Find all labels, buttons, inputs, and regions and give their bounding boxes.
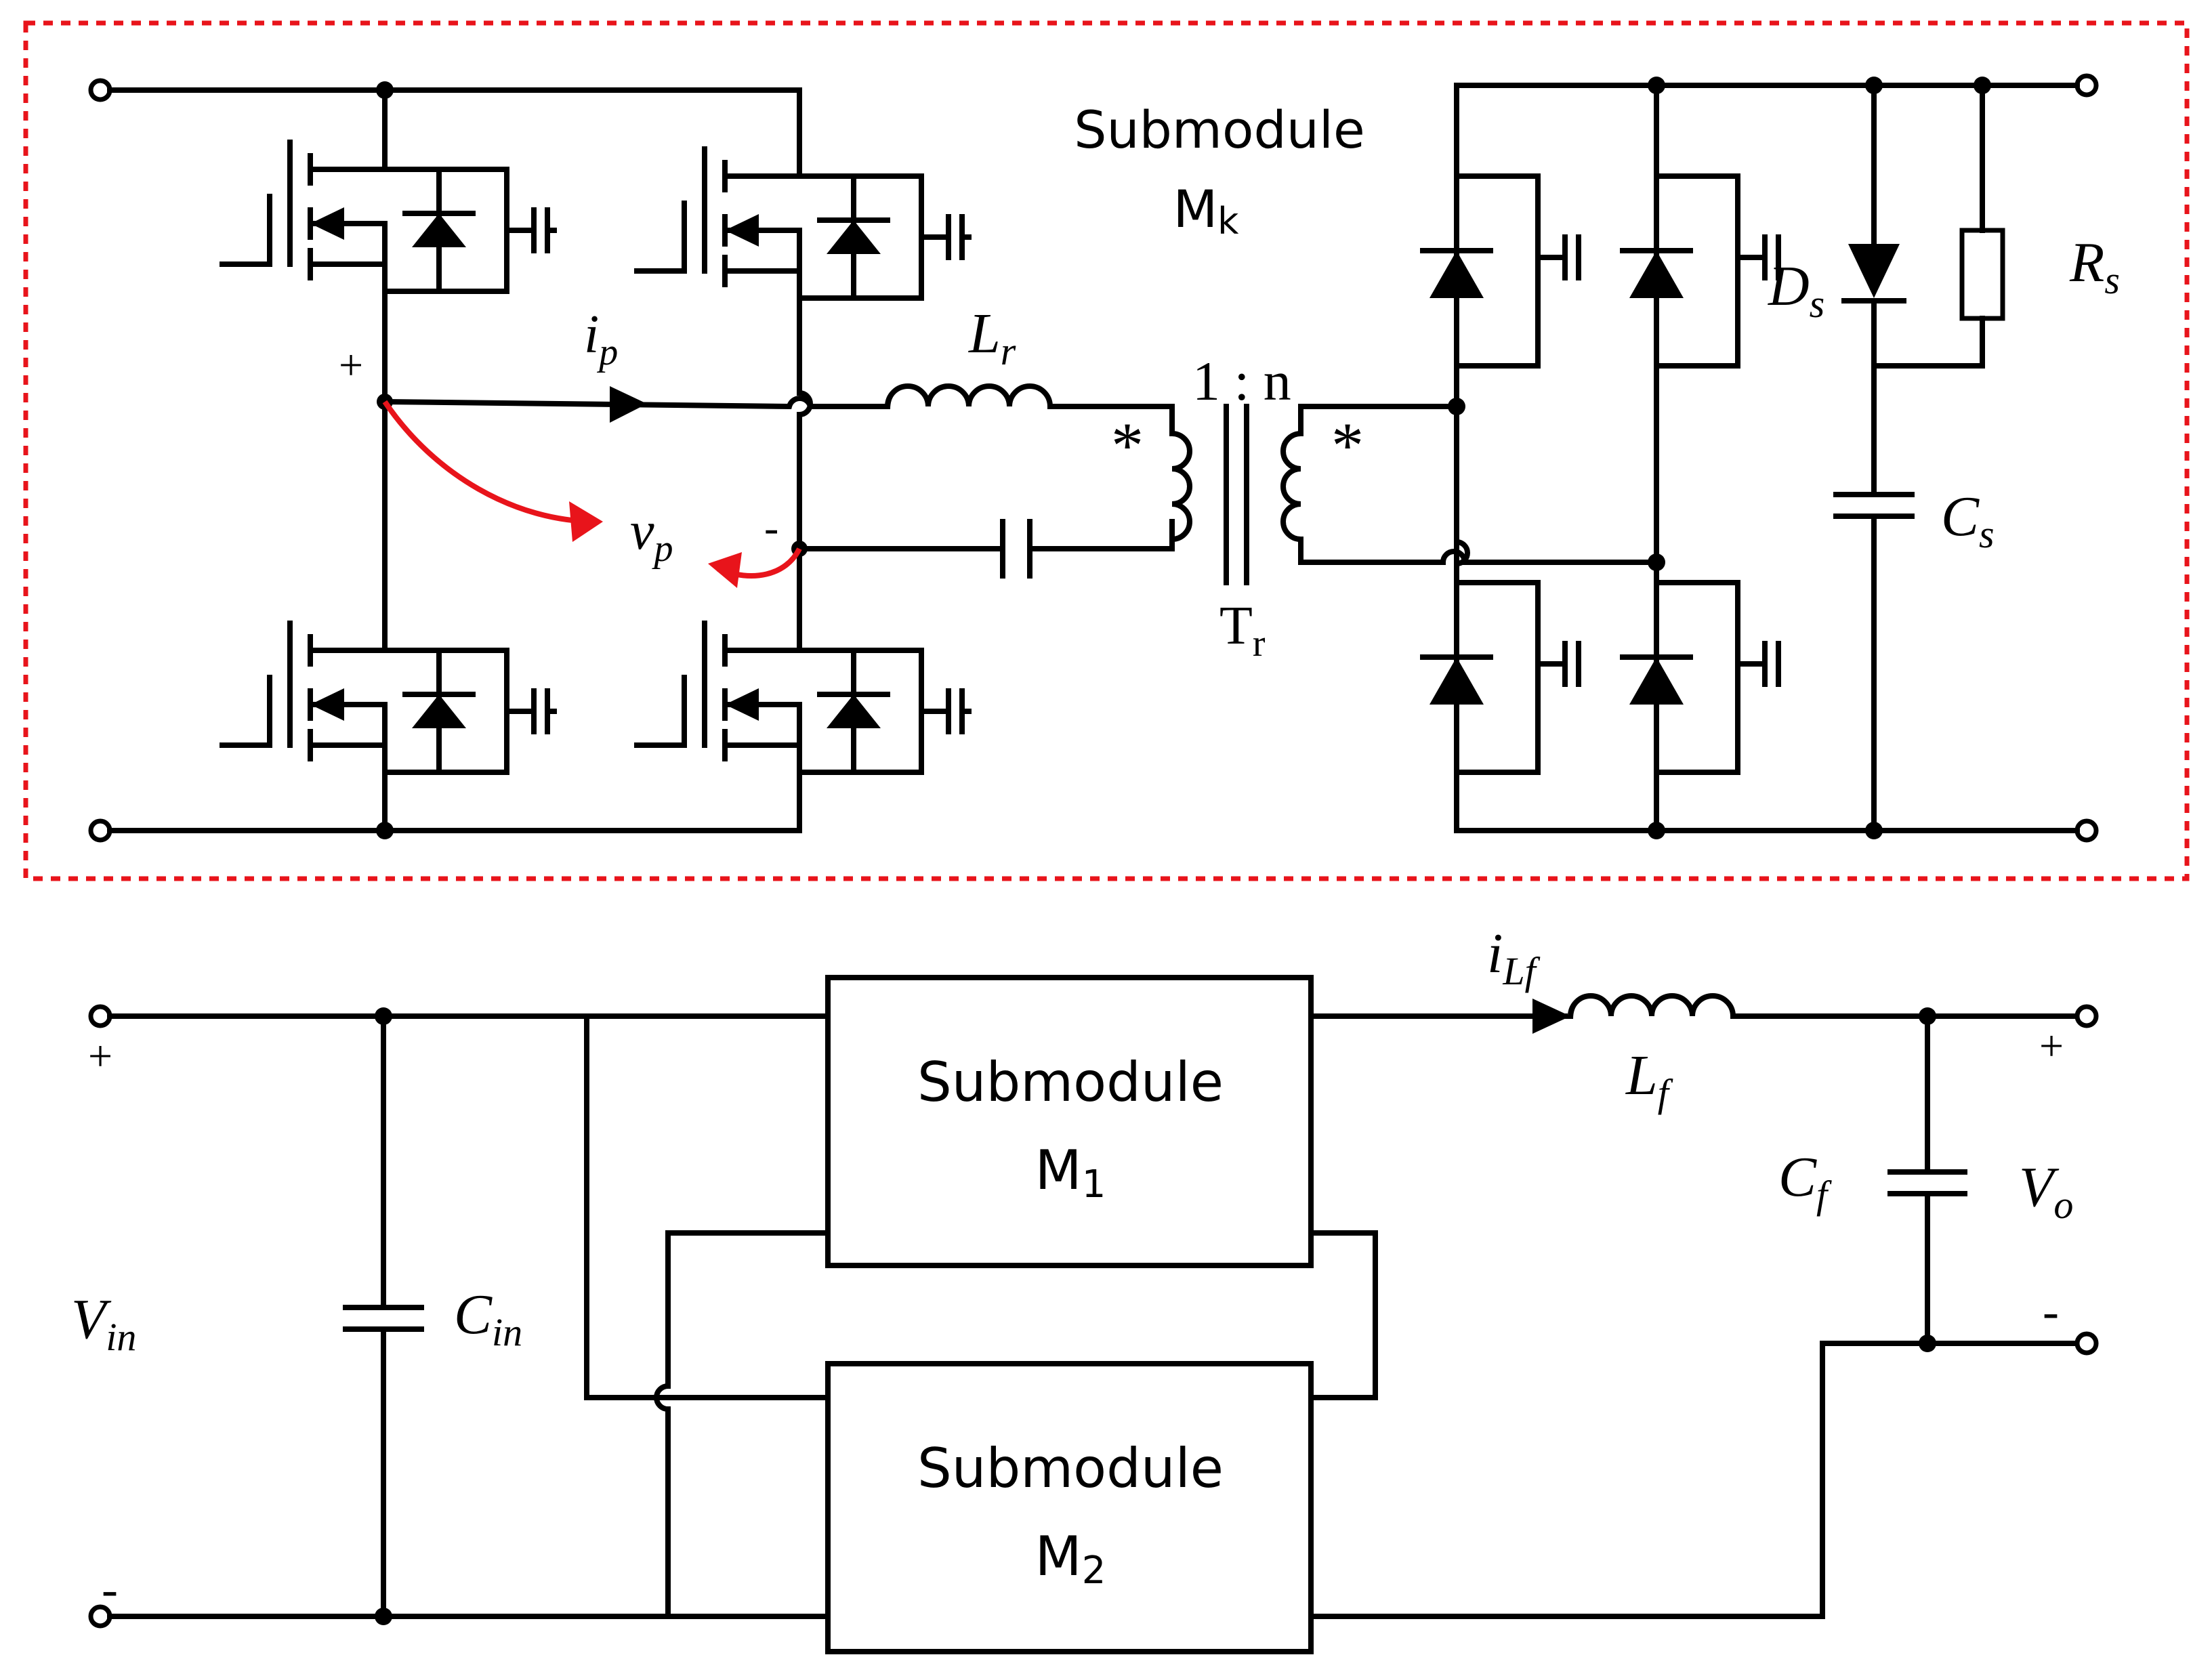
label-lf: Lf xyxy=(1625,1044,1673,1115)
output-terminal-top-sm xyxy=(2074,73,2099,98)
label-vp-plus: + xyxy=(339,341,363,389)
dot-mark-secondary: * xyxy=(1331,409,1364,482)
vp-arrow-plus xyxy=(382,400,597,524)
m2-id: M2 xyxy=(1035,1525,1106,1593)
output-terminal-bottom-sm xyxy=(2074,818,2099,843)
bottom-rail xyxy=(107,756,802,833)
transformer-primary xyxy=(1169,430,1192,543)
mosfet-s3 xyxy=(637,135,969,312)
label-vo-plus: + xyxy=(2039,1022,2064,1070)
dot-mark-primary: * xyxy=(1111,409,1144,482)
label-ds: Ds xyxy=(1768,255,1824,326)
mosfet-s1 xyxy=(222,129,554,305)
input-terminal-bottom xyxy=(88,818,112,843)
top-rail xyxy=(107,87,802,172)
label-vp-minus: - xyxy=(764,503,778,551)
mosfet-s2 xyxy=(222,610,554,786)
vo-terminal-plus xyxy=(2074,1004,2099,1028)
label-ilf: iLf xyxy=(1487,922,1541,993)
label-cin: Cin xyxy=(454,1283,522,1354)
inductor-lf xyxy=(1567,993,1745,1020)
submodule-boundary xyxy=(23,20,2190,881)
label-ip: ip xyxy=(584,305,618,373)
rectifier-diode-d4 xyxy=(1623,542,1778,813)
label-vp: vp xyxy=(630,501,673,570)
rectifier-diode-d2 xyxy=(1623,135,1778,406)
transformer-secondary xyxy=(1280,430,1304,543)
label-cs: Cs xyxy=(1941,485,1995,556)
label-vo-minus: - xyxy=(2043,1284,2059,1339)
diode-ds xyxy=(1848,244,1900,298)
vin-terminal-plus xyxy=(88,1004,112,1028)
ilf-arrow xyxy=(1532,999,1570,1034)
m1-id: M1 xyxy=(1035,1139,1106,1207)
capacitor-cf xyxy=(1887,1169,1967,1196)
submodule-id: Mk xyxy=(1173,179,1240,243)
label-lr: Lr xyxy=(968,302,1016,373)
m2-title: Submodule xyxy=(917,1437,1224,1500)
input-terminal-top xyxy=(88,78,112,102)
mosfet-s4 xyxy=(637,610,969,786)
ip-arrow xyxy=(610,386,647,423)
vo-terminal-minus xyxy=(2074,1331,2099,1356)
label-vin: Vin xyxy=(71,1288,136,1359)
label-tr: Tr xyxy=(1219,596,1266,665)
label-cf: Cf xyxy=(1778,1146,1832,1217)
submodule-m1-block xyxy=(825,975,1314,1268)
m1-title: Submodule xyxy=(917,1051,1224,1114)
label-vin-minus: - xyxy=(102,1562,118,1616)
label-rs: Rs xyxy=(2069,231,2120,302)
capacitor-cin xyxy=(343,1305,424,1332)
label-turns-ratio: 1 : n xyxy=(1192,350,1291,412)
rectifier-diode-d3 xyxy=(1423,542,1579,813)
resistor-rs xyxy=(1959,228,2005,321)
submodule-m2-block xyxy=(825,1361,1314,1654)
rectifier-diode-d1 xyxy=(1423,135,1579,406)
label-vin-plus: + xyxy=(88,1032,112,1080)
label-vo: Vo xyxy=(2019,1156,2073,1227)
submodule-title: Submodule xyxy=(1074,100,1364,160)
inductor-lr xyxy=(884,383,1060,410)
